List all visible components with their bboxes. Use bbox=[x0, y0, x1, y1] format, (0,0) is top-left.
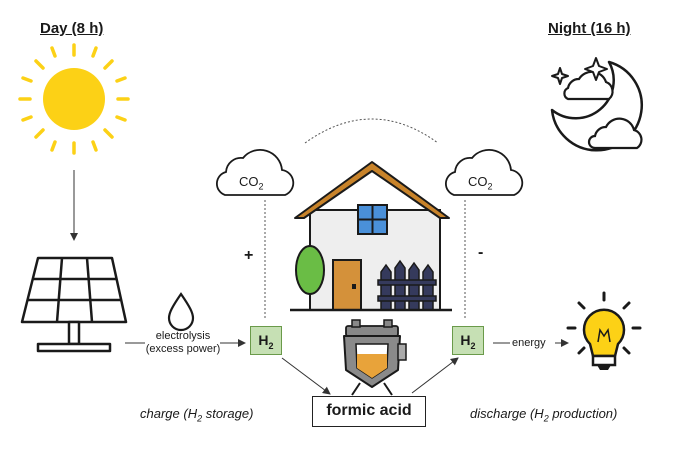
formic-acid-box: formic acid bbox=[312, 396, 426, 427]
discharge-label: discharge (H2 production) bbox=[470, 406, 618, 424]
star-icon bbox=[584, 57, 608, 81]
tree-icon bbox=[295, 245, 325, 310]
electrolysis-line2: (excess power) bbox=[145, 343, 221, 355]
day-title: Day (8 h) bbox=[40, 20, 104, 37]
star-icon bbox=[551, 67, 569, 85]
co2-label-right: CO2 bbox=[468, 174, 493, 192]
cloud-icon bbox=[216, 148, 295, 196]
moon-icon bbox=[550, 60, 643, 152]
lightbulb-icon bbox=[566, 291, 642, 370]
sun-icon bbox=[18, 43, 130, 155]
cloud-icon bbox=[445, 148, 524, 196]
energy-label: energy bbox=[512, 337, 546, 349]
night-title: Night (16 h) bbox=[548, 20, 631, 37]
water-drop-icon bbox=[167, 292, 195, 332]
plus-sign: + bbox=[244, 247, 254, 264]
minus-sign: - bbox=[478, 244, 484, 261]
electrolysis-line1: electrolysis bbox=[155, 330, 211, 342]
h2-box-charge: H2 bbox=[250, 326, 282, 355]
h2-box-discharge: H2 bbox=[452, 326, 484, 355]
electrolysis-label: electrolysis (excess power) bbox=[145, 330, 221, 356]
charge-label: charge (H2 storage) bbox=[140, 406, 254, 424]
fence-icon bbox=[377, 259, 437, 311]
reactor-icon bbox=[343, 319, 407, 396]
co2-label-left: CO2 bbox=[239, 174, 264, 192]
solar-panel-icon bbox=[20, 256, 128, 353]
